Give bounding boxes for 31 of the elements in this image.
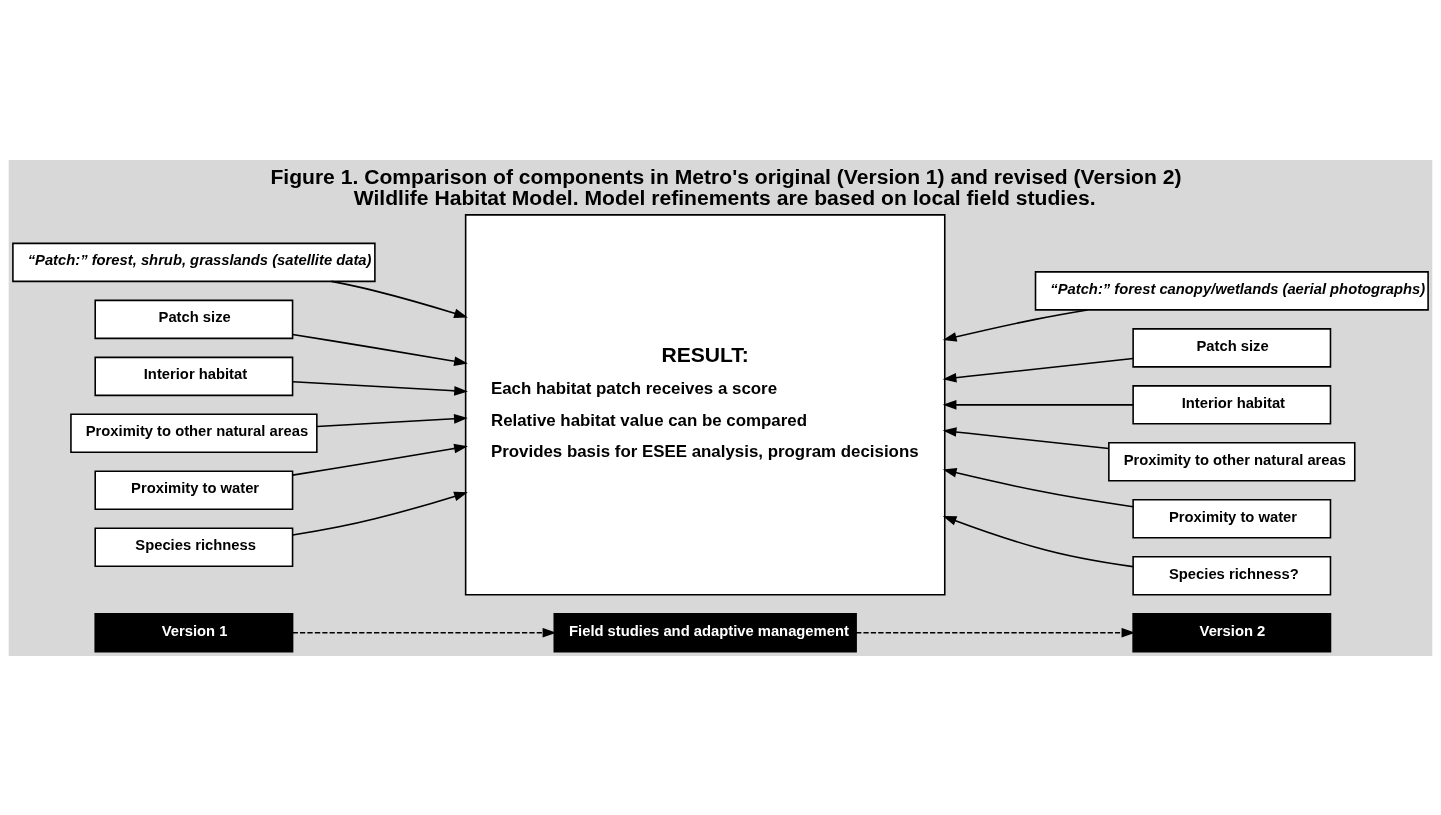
node-box: Proximity to other natural areas: [1108, 441, 1356, 482]
node-box: “Patch:” forest, shrub, grasslands (satellite data): [12, 242, 376, 282]
diagram-title: Figure 1. Comparison of components in Metro's original (Version 1) and revised (Version 2) Wildlife Habitat Model. Model refinements are based on local field studies.: [270, 164, 1182, 209]
arrow: [942, 515, 1134, 567]
arrow: [291, 491, 468, 536]
node-box: Version 1: [94, 612, 294, 653]
node-box: Field studies and adaptive management: [553, 612, 857, 653]
arrow: [292, 627, 557, 638]
arrow: [942, 308, 1089, 342]
node-box: Proximity to water: [1132, 498, 1332, 539]
node-box: Patch size: [1132, 327, 1332, 368]
node-box: Proximity to water: [94, 470, 294, 510]
node-box: Species richness: [94, 527, 294, 567]
node-box: RESULT: Each habitat patch receives a score Relative habitat value can be compared Provides basis for ESEE analysis, program decisions: [464, 213, 946, 596]
node-box: Version 2: [1132, 612, 1332, 653]
arrow: [942, 399, 1134, 410]
arrow: [942, 467, 1134, 507]
arrow: [942, 426, 1110, 449]
arrow: [316, 413, 468, 427]
node-box: Patch size: [94, 299, 294, 339]
arrow: [291, 443, 468, 476]
node-box: Interior habitat: [94, 356, 294, 396]
arrow: [292, 380, 468, 396]
arrow: [291, 333, 468, 366]
arrow: [330, 280, 468, 318]
node-box: “Patch:” forest canopy/wetlands (aerial photographs): [1034, 270, 1429, 311]
node-box: Proximity to other natural areas: [70, 413, 318, 453]
arrow: [942, 357, 1134, 382]
node-box: Interior habitat: [1132, 384, 1332, 425]
arrow: [855, 627, 1136, 638]
node-box: Species richness?: [1132, 555, 1332, 596]
